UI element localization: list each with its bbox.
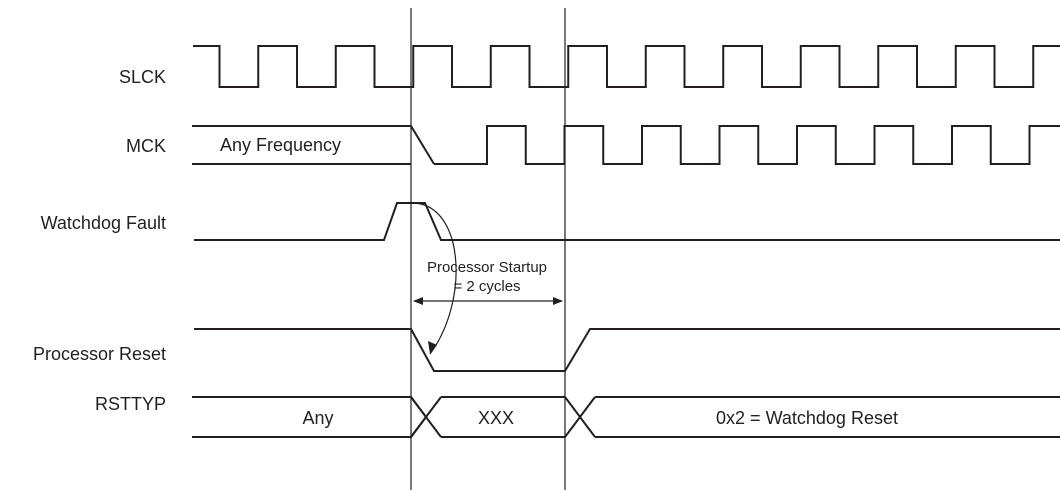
- watchdog-fault-waveform: [194, 202, 1060, 241]
- rsttyp-label: RSTTYP: [95, 394, 166, 414]
- watchdog-fault-label: Watchdog Fault: [41, 213, 166, 233]
- mck-waveform: [434, 125, 1060, 165]
- cause-arrowhead: [428, 341, 437, 354]
- rsttyp-transition-1: [410, 396, 442, 438]
- mck-stop-transition: [410, 125, 435, 165]
- startup-arrow-right: [553, 297, 563, 305]
- mck-any-frequency-text: Any Frequency: [220, 135, 341, 155]
- slck-waveform: [193, 45, 1060, 88]
- cause-arrow: [411, 202, 457, 355]
- rsttyp-value-any: Any: [302, 408, 333, 428]
- slck-label: SLCK: [119, 67, 166, 87]
- processor-reset-label: Processor Reset: [33, 344, 166, 364]
- startup-arrow-left: [413, 297, 423, 305]
- startup-annotation-line1: Processor Startup: [427, 259, 547, 276]
- mck-label: MCK: [126, 136, 166, 156]
- rsttyp-value-xxx: XXX: [478, 408, 514, 428]
- rsttyp-value-watchdog-reset: 0x2 = Watchdog Reset: [716, 408, 898, 428]
- processor-reset-waveform: [194, 328, 1060, 372]
- rsttyp-transition-2: [564, 396, 596, 438]
- startup-annotation-line2: = 2 cycles: [453, 278, 520, 295]
